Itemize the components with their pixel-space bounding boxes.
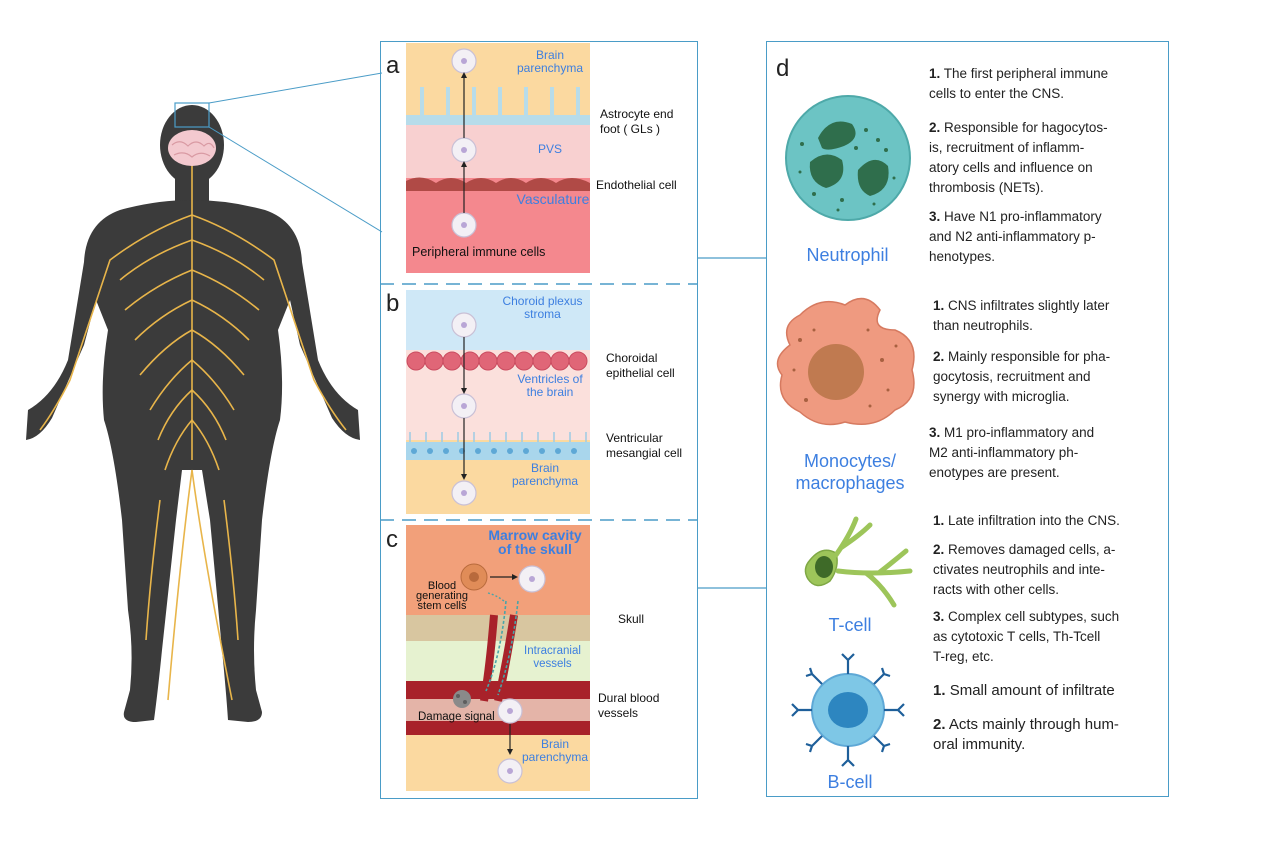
t-cell-item-3: 3. Complex cell subtypes, such as cytoto… — [933, 609, 1120, 664]
body-silhouette — [26, 105, 360, 722]
a-astrocyte-label: Astrocyte end foot ( GLs ) — [600, 107, 674, 136]
c-marrow-label: Marrow cavity of the skull — [488, 527, 582, 557]
panel-c-label: c — [386, 526, 398, 553]
zoom-line-bottom — [208, 126, 383, 233]
t-cell-icon — [804, 516, 913, 608]
c-dural-label: Dural blood vessels — [598, 691, 660, 720]
panel-b-label: b — [386, 290, 400, 317]
t-cell-item-1: 1. Late infiltration into the CNS. — [933, 513, 1120, 528]
b-cell-item-1: 1. Small amount of infiltrate — [933, 682, 1115, 699]
b-cell-icon — [791, 653, 905, 767]
neutrophil-icon — [785, 95, 911, 221]
neutrophil-item-1: 1. The first peripheral immune cells to … — [929, 66, 1109, 101]
monocytes-item-2: 2. Mainly responsible for pha- gocytosis… — [933, 349, 1111, 404]
c-intracranial-label: Intracranial vessels — [524, 645, 581, 670]
a-endothelial-label: Endothelial cell — [596, 178, 677, 192]
panel-a-label: a — [386, 52, 400, 79]
zoom-box — [174, 102, 210, 128]
a-peripheral-label: Peripheral immune cells — [412, 245, 546, 259]
monocytes-name: Monocytes/ macrophages — [795, 451, 905, 493]
nervous-system — [39, 160, 347, 701]
b-ventricular-mesangial-label: Ventricular mesangial cell — [606, 431, 683, 460]
macrophage-icon — [776, 297, 915, 426]
panels-abc-frame — [380, 41, 698, 799]
b-cell-name: B-cell — [827, 772, 873, 792]
b-ventricles-label: Ventricles of the brain — [517, 372, 583, 399]
b-choroidal-epithelial-label: Choroidal epithelial cell — [606, 351, 675, 380]
monocytes-item-3: 3. M1 pro-inflammatory and M2 anti-infla… — [929, 425, 1095, 480]
b-brain-parenchyma-label: Brain parenchyma — [511, 461, 579, 488]
zoom-line-top — [208, 72, 383, 104]
c-damage-label: Damage signal — [418, 711, 495, 723]
brain-icon — [168, 130, 216, 166]
c-skull-label: Skull — [618, 612, 645, 626]
panel-divider-bc — [380, 519, 698, 521]
panel-b-illustration — [406, 290, 590, 514]
panel-d-cell-icons — [776, 95, 915, 767]
a-vasculature-label: Vasculature — [516, 191, 590, 207]
panel-divider-ab — [380, 283, 698, 285]
b-cell-item-2: 2. Acts mainly through hum- oral immunit… — [933, 716, 1119, 753]
neutrophil-item-3: 3. Have N1 pro-inflammatory and N2 anti-… — [929, 209, 1102, 264]
neutrophil-name: Neutrophil — [806, 245, 889, 265]
t-cell-item-2: 2. Removes damaged cells, a- ctivates ne… — [933, 542, 1116, 597]
b-choroid-stroma-label: Choroid plexus stroma — [502, 294, 583, 321]
a-pvs-label: PVS — [537, 142, 562, 156]
neutrophil-item-2: 2. Responsible for hagocytos- is, recrui… — [929, 120, 1108, 195]
panel-d-frame — [766, 41, 1169, 797]
t-cell-name: T-cell — [828, 615, 872, 635]
c-brain-parenchyma-label: Brain parenchyma — [521, 737, 589, 764]
panel-a-illustration — [406, 43, 590, 273]
monocytes-item-1: 1. CNS infiltrates slightly later than n… — [933, 298, 1110, 333]
c-blood-generating-label: Blood generating stem cells — [416, 580, 468, 612]
a-brain-parenchyma-label: Brain parenchyma — [516, 48, 584, 75]
panel-c-illustration — [406, 525, 590, 791]
panel-d-label: d — [776, 55, 790, 82]
